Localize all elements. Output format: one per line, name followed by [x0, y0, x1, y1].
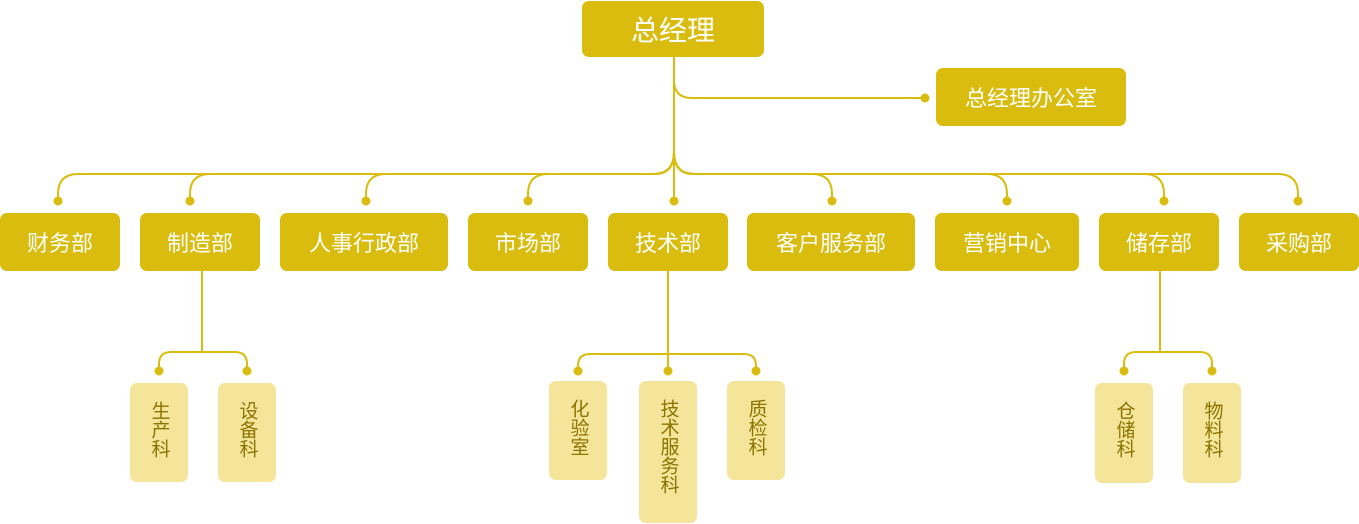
dept-connector-dot-2 [361, 196, 371, 206]
technology-branch-line-0 [577, 353, 668, 371]
storage-connector-dot-1 [1207, 366, 1217, 376]
dept-branch-line-2 [365, 151, 675, 201]
section-warehousing-label: 仓储科 [1113, 401, 1136, 458]
dept-technology-label: 技术部 [634, 232, 701, 257]
dept-connector-dot-1 [185, 196, 195, 206]
dept-connector-dot-0 [53, 196, 63, 206]
dept-connector-dot-6 [1002, 196, 1012, 206]
general-manager-label: 总经理 [630, 14, 715, 47]
dept-branch-line-5 [673, 151, 833, 201]
dept-purchasing-label: 采购部 [1265, 232, 1332, 257]
section-materials-label: 物料科 [1201, 401, 1224, 458]
dept-hr-admin-node[interactable]: 人事行政部 [280, 213, 448, 271]
dept-connector-dot-7 [1159, 196, 1169, 206]
dept-connector-dot-4 [669, 196, 679, 206]
dept-marketing-label: 市场部 [494, 232, 561, 257]
dept-marketing-node[interactable]: 市场部 [468, 213, 588, 271]
section-laboratory-label: 化验室 [567, 399, 590, 456]
dept-branch-line-3 [527, 151, 675, 201]
section-laboratory-node[interactable]: 化验室 [549, 381, 607, 480]
storage-branch-line-0 [1123, 351, 1160, 371]
technology-connector-dot-2 [751, 366, 761, 376]
section-warehousing-node[interactable]: 仓储科 [1095, 383, 1153, 483]
technology-connector-dot-0 [573, 366, 583, 376]
dept-customer-service-label: 客户服务部 [775, 232, 886, 257]
storage-branch-line-1 [1160, 351, 1213, 371]
storage-connector-dot-0 [1119, 366, 1129, 376]
section-materials-node[interactable]: 物料科 [1183, 383, 1241, 483]
dept-manufacturing-label: 制造部 [166, 232, 233, 257]
dept-storage-label: 储存部 [1125, 232, 1192, 257]
section-production-label: 生产科 [148, 401, 171, 458]
manufacturing-branch-line-1 [202, 351, 248, 371]
dept-finance-label: 财务部 [26, 232, 93, 257]
dept-manufacturing-node[interactable]: 制造部 [140, 213, 260, 271]
technology-branch-line-2 [668, 353, 757, 371]
dept-branch-line-6 [673, 151, 1008, 201]
dept-connector-dot-8 [1293, 196, 1303, 206]
office-branch-line [673, 79, 925, 99]
manufacturing-branch-line-0 [158, 351, 202, 371]
section-quality-inspection-label: 质检科 [745, 399, 768, 456]
dept-storage-node[interactable]: 储存部 [1099, 213, 1219, 271]
dept-sales-center-label: 营销中心 [962, 232, 1051, 257]
dept-purchasing-node[interactable]: 采购部 [1239, 213, 1359, 271]
section-tech-service-node[interactable]: 技术服务科 [639, 381, 697, 523]
general-manager-office-node[interactable]: 总经理办公室 [936, 68, 1126, 126]
dept-customer-service-node[interactable]: 客户服务部 [747, 213, 915, 271]
section-equipment-label: 设备科 [236, 401, 259, 458]
dept-branch-line-1 [189, 151, 675, 201]
manufacturing-connector-dot-0 [154, 366, 164, 376]
section-equipment-node[interactable]: 设备科 [218, 383, 276, 482]
section-quality-inspection-node[interactable]: 质检科 [727, 381, 785, 480]
section-tech-service-label: 技术服务科 [657, 399, 680, 494]
dept-connector-dot-5 [827, 196, 837, 206]
manufacturing-connector-dot-1 [242, 366, 252, 376]
dept-branch-line-7 [673, 151, 1165, 201]
general-manager-office-label: 总经理办公室 [964, 87, 1097, 112]
general-manager-node[interactable]: 总经理 [582, 1, 764, 57]
dept-technology-node[interactable]: 技术部 [608, 213, 728, 271]
office-connector-dot [920, 93, 930, 103]
section-production-node[interactable]: 生产科 [130, 383, 188, 482]
technology-connector-dot-1 [663, 366, 673, 376]
dept-finance-node[interactable]: 财务部 [0, 213, 120, 271]
dept-hr-admin-label: 人事行政部 [308, 232, 419, 257]
dept-branch-line-8 [673, 151, 1299, 201]
dept-connector-dot-3 [523, 196, 533, 206]
dept-sales-center-node[interactable]: 营销中心 [935, 213, 1079, 271]
